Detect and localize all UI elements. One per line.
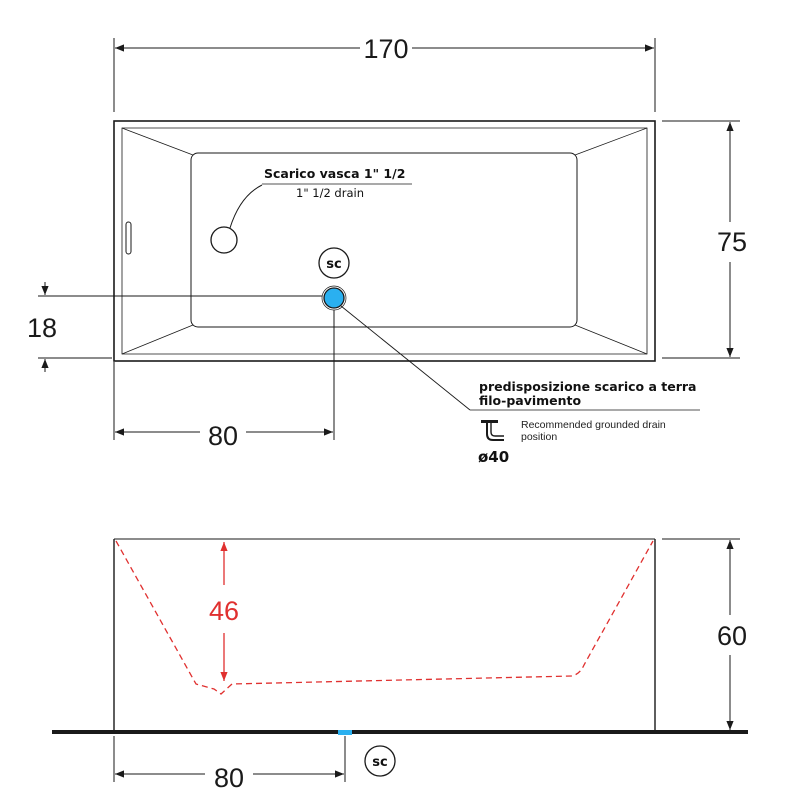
inner-depth-value: 46	[209, 596, 239, 626]
sc-marker-side-label: sc	[372, 755, 387, 770]
dimension-depth: 75	[662, 120, 747, 359]
floor-drain-diameter: ø40	[478, 448, 509, 466]
dimension-drain-x-side: 80	[113, 736, 346, 793]
dimension-height: 60	[662, 538, 747, 730]
floor-drain-label-en-2: position	[521, 431, 557, 443]
floor-drain-label-it-2: filo-pavimento	[479, 393, 582, 408]
drain-x-side-value: 80	[214, 763, 244, 793]
dimension-width: 170	[113, 34, 656, 112]
top-view: 170 75 Scarico vasca 1" 1/2	[27, 34, 747, 466]
tub-outline-side	[113, 538, 656, 731]
depth-value: 75	[717, 227, 747, 257]
floor-drain-circle	[323, 287, 345, 309]
tub-drain-label-en: 1" 1/2 drain	[296, 186, 364, 200]
floor-drain-icon	[481, 420, 504, 441]
dimension-inner-depth: 46	[209, 542, 239, 681]
side-view: 46 60 sc 80	[52, 538, 748, 793]
sc-marker-top-label: sc	[326, 257, 341, 272]
floor-drain-label-it-1: predisposizione scarico a terra	[479, 379, 697, 394]
tub-outline-top	[113, 120, 656, 362]
tub-drain-hole	[210, 226, 238, 254]
floor-drain-callout: predisposizione scarico a terra filo-pav…	[340, 305, 700, 466]
tub-drain: Scarico vasca 1" 1/2 1" 1/2 drain	[210, 166, 412, 254]
sc-marker-side: sc	[364, 745, 396, 777]
drain-x-top-value: 80	[208, 421, 238, 451]
tub-drain-label-it: Scarico vasca 1" 1/2	[264, 166, 405, 181]
overflow-slot	[125, 221, 132, 255]
dimension-drain-y: 18	[27, 282, 322, 372]
floor-drain-point	[321, 285, 347, 311]
floor-line	[52, 730, 748, 735]
width-value: 170	[363, 34, 408, 64]
height-value: 60	[717, 621, 747, 651]
drain-y-value: 18	[27, 313, 57, 343]
inner-basin-hidden-line	[115, 540, 654, 695]
sc-marker-top: sc	[318, 247, 350, 279]
floor-drain-mark	[338, 730, 352, 735]
floor-drain-label-en-1: Recommended grounded drain	[521, 419, 666, 431]
dimension-drain-x-top: 80	[113, 310, 335, 451]
